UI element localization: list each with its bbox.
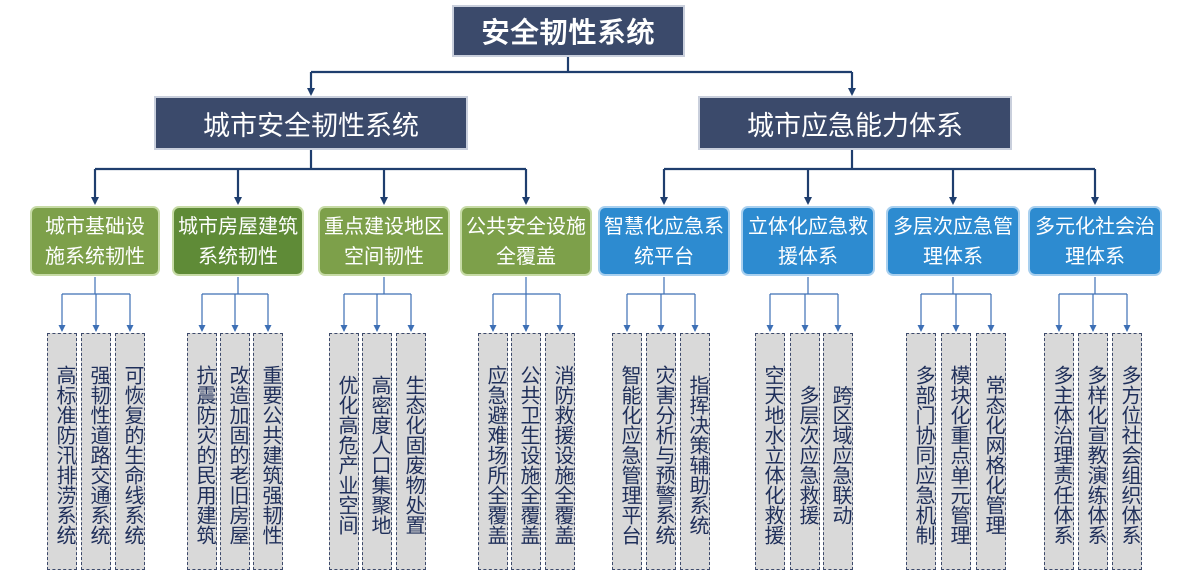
leaf-item: 抗震防灾的民用建筑	[187, 333, 217, 570]
leaf-item: 多部门协同应急机制	[906, 333, 936, 570]
category-smart-platform: 智慧化应急系统平台	[598, 206, 730, 276]
category-rescue-system: 立体化应急救援体系	[741, 206, 875, 276]
leaf-item: 常态化网格化管理	[976, 333, 1006, 570]
leaf-item: 优化高危产业空间	[329, 333, 359, 570]
leaf-item: 消防救援设施全覆盖	[545, 333, 575, 570]
leaf-item: 改造加固的老旧房屋	[220, 333, 250, 570]
leaf-item: 智能化应急管理平台	[612, 333, 642, 570]
category-public-facilities: 公共安全设施全覆盖	[460, 206, 592, 276]
leaf-item: 模块化重点单元管理	[941, 333, 971, 570]
leaf-item: 生态化固废物处置	[396, 333, 426, 570]
category-key-areas: 重点建设地区空间韧性	[318, 206, 450, 276]
root-node: 安全韧性系统	[452, 5, 685, 57]
leaf-item: 空天地水立体化救援	[755, 333, 785, 570]
leaf-item: 多层次应急救援	[790, 333, 820, 570]
category-buildings: 城市房屋建筑系统韧性	[172, 206, 304, 276]
leaf-item: 灾害分析与预警系统	[646, 333, 676, 570]
leaf-item: 公共卫生设施全覆盖	[511, 333, 541, 570]
leaf-item: 应急避难场所全覆盖	[478, 333, 508, 570]
category-management-system: 多层次应急管理体系	[886, 206, 1020, 276]
level1-node-urban-safety-resilience: 城市安全韧性系统	[154, 96, 468, 150]
leaf-item: 重要公共建筑强韧性	[253, 333, 283, 570]
level1-node-emergency-capacity: 城市应急能力体系	[698, 96, 1012, 150]
category-infrastructure: 城市基础设施系统韧性	[30, 206, 160, 276]
leaf-item: 多主体治理责任体系	[1044, 333, 1074, 570]
leaf-item: 强韧性道路交通系统	[81, 333, 111, 570]
leaf-item: 多样化宣教演练体系	[1078, 333, 1108, 570]
category-social-governance: 多元化社会治理体系	[1028, 206, 1162, 276]
leaf-item: 指挥决策辅助系统	[680, 333, 710, 570]
leaf-item: 跨区域应急联动	[823, 333, 853, 570]
leaf-item: 可恢复的生命线系统	[115, 333, 145, 570]
leaf-item: 高标准防汛排涝系统	[47, 333, 77, 570]
leaf-item: 多方位社会组织体系	[1112, 333, 1142, 570]
leaf-item: 高密度人口集聚地	[362, 333, 392, 570]
